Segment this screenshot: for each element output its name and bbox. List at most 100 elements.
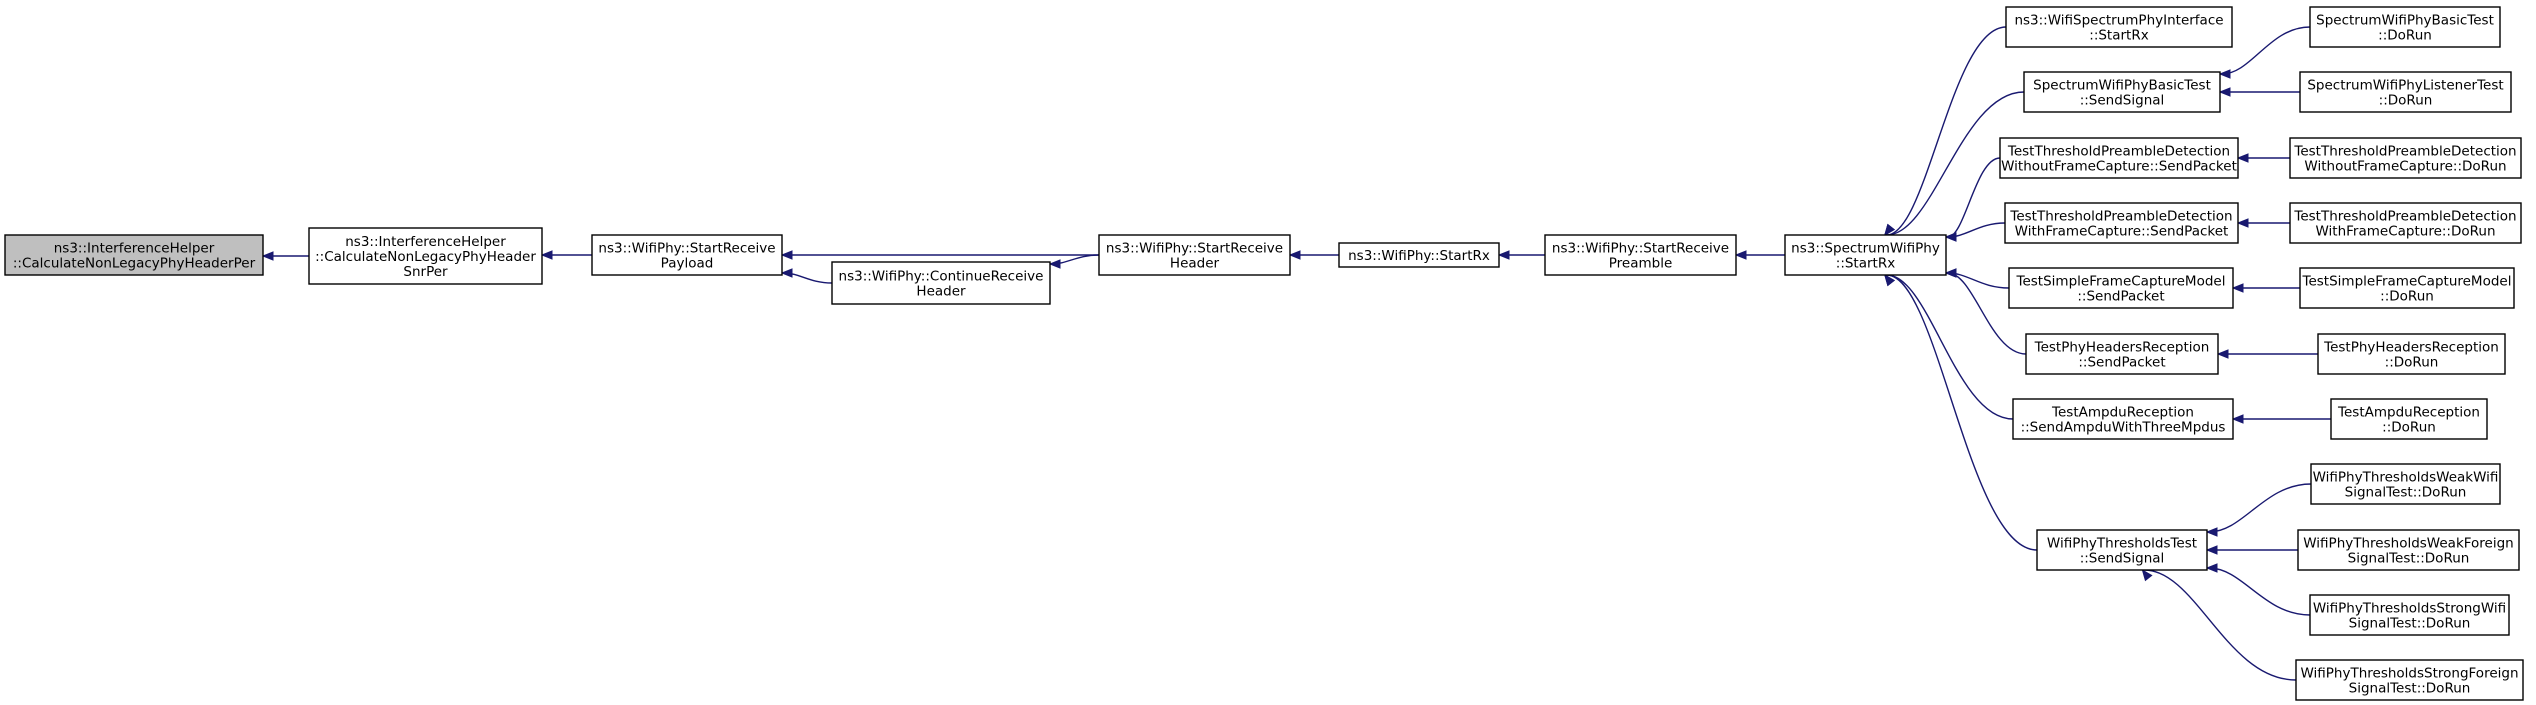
node-label-line: TestThresholdPreambleDetection — [2293, 144, 2516, 160]
node-label-line: SignalTest::DoRun — [2349, 616, 2471, 632]
node-box — [2289, 137, 2522, 179]
node-label-line: WithFrameCapture::DoRun — [2315, 224, 2495, 240]
graph-node-n13[interactable]: TestPhyHeadersReception::SendPacket — [2025, 333, 2219, 375]
node-box — [1784, 234, 1947, 276]
edge-n10-to-n7 — [1944, 157, 2001, 242]
graph-node-n0[interactable]: ns3::InterferenceHelper::CalculateNonLeg… — [4, 234, 264, 276]
node-label-line: ns3::InterferenceHelper — [345, 234, 506, 250]
node-label-line: SnrPer — [403, 264, 448, 280]
node-label-line: SpectrumWifiPhyBasicTest — [2316, 13, 2494, 29]
edge-n5-to-n4 — [1288, 250, 1339, 260]
graph-node-n5[interactable]: ns3::WifiPhy::StartRx — [1338, 242, 1500, 268]
graph-node-n17[interactable]: SpectrumWifiPhyListenerTest::DoRun — [2299, 71, 2512, 113]
node-label-line: ::SendAmpduWithThreeMpdus — [2021, 420, 2226, 436]
node-label-line: TestPhyHeadersReception — [2323, 340, 2499, 356]
node-box — [2005, 6, 2233, 48]
graph-node-n1[interactable]: ns3::InterferenceHelper::CalculateNonLeg… — [308, 227, 543, 285]
edge-n14-to-n7 — [1883, 273, 2014, 420]
node-label-line: ::CalculateNonLegacyPhyHeader — [315, 249, 536, 265]
graph-node-n24[interactable]: WifiPhyThresholdsWeakForeignSignalTest::… — [2297, 529, 2520, 571]
node-label-line: WifiPhyThresholdsWeakWifi — [2313, 470, 2499, 486]
node-box — [2299, 267, 2515, 309]
node-box — [2310, 463, 2501, 505]
graph-node-n12[interactable]: TestSimpleFrameCaptureModel::SendPacket — [2008, 267, 2234, 309]
graph-node-n26[interactable]: WifiPhyThresholdsStrongForeignSignalTest… — [2295, 659, 2524, 701]
edge-n13-to-n7 — [1944, 268, 2027, 355]
node-label-line: ::StartRx — [2089, 28, 2148, 44]
node-box — [2023, 71, 2221, 113]
node-label-line: Header — [916, 284, 966, 300]
node-label-line: TestAmpduReception — [2051, 405, 2194, 421]
node-box — [2004, 202, 2239, 244]
node-label-line: TestThresholdPreambleDetection — [2007, 144, 2230, 160]
node-box — [2299, 71, 2512, 113]
node-label-line: WithoutFrameCapture::DoRun — [2304, 159, 2506, 175]
node-box — [2317, 333, 2506, 375]
node-label-line: WifiPhyThresholdsStrongWifi — [2313, 601, 2506, 617]
edge-n6-to-n5 — [1497, 250, 1545, 260]
edge-n4-to-n3 — [1048, 254, 1100, 269]
node-label-line: SignalTest::DoRun — [2349, 681, 2471, 697]
edge-n16-to-n9 — [2218, 26, 2311, 79]
graph-node-n10[interactable]: TestThresholdPreambleDetectionWithoutFra… — [1999, 137, 2239, 179]
node-label-line: ::DoRun — [2380, 289, 2434, 305]
node-box — [831, 261, 1051, 305]
edge-n11-to-n7 — [1944, 222, 2006, 242]
node-label-line: Payload — [661, 256, 714, 272]
edge-n21-to-n13 — [2216, 349, 2318, 359]
node-label-line: ::StartRx — [1836, 256, 1895, 272]
edge-n4-to-n2 — [780, 250, 1099, 260]
edge-n8-to-n7 — [1883, 26, 2007, 237]
node-label-line: TestPhyHeadersReception — [2034, 340, 2210, 356]
node-box — [1999, 137, 2239, 179]
node-box — [2309, 594, 2510, 636]
graph-node-n23[interactable]: WifiPhyThresholdsWeakWifiSignalTest::DoR… — [2310, 463, 2501, 505]
graph-node-n9[interactable]: SpectrumWifiPhyBasicTest::SendSignal — [2023, 71, 2221, 113]
node-label-line: Header — [1170, 256, 1220, 272]
node-label-line: TestSimpleFrameCaptureModel — [2302, 274, 2512, 290]
graph-node-n25[interactable]: WifiPhyThresholdsStrongWifiSignalTest::D… — [2309, 594, 2510, 636]
node-label-line: WithoutFrameCapture::SendPacket — [2001, 159, 2237, 175]
graph-node-n7[interactable]: ns3::SpectrumWifiPhy::StartRx — [1784, 234, 1947, 276]
node-box — [308, 227, 543, 285]
graph-node-n8[interactable]: ns3::WifiSpectrumPhyInterface::StartRx — [2005, 6, 2233, 48]
node-label-line: WithFrameCapture::SendPacket — [2015, 224, 2229, 240]
node-label-line: ::SendPacket — [2078, 355, 2165, 371]
node-label-line: WifiPhyThresholdsWeakForeign — [2303, 536, 2514, 552]
node-label-line: TestAmpduReception — [2337, 405, 2480, 421]
node-label-line: TestThresholdPreambleDetection — [2009, 209, 2232, 225]
edge-n24-to-n15 — [2205, 545, 2298, 555]
edge-n3-to-n2 — [780, 268, 833, 284]
node-label-line: WifiPhyThresholdsStrongForeign — [2300, 666, 2518, 682]
edge-n23-to-n15 — [2205, 483, 2312, 537]
node-label-line: ns3::WifiPhy::StartReceive — [1552, 241, 1729, 257]
node-label-line: Preamble — [1609, 256, 1673, 272]
graph-node-n16[interactable]: SpectrumWifiPhyBasicTest::DoRun — [2309, 6, 2501, 48]
graph-node-n20[interactable]: TestSimpleFrameCaptureModel::DoRun — [2299, 267, 2515, 309]
node-box — [1338, 242, 1500, 268]
edge-n1-to-n0 — [261, 251, 309, 261]
graph-node-n18[interactable]: TestThresholdPreambleDetectionWithoutFra… — [2289, 137, 2522, 179]
graph-node-n19[interactable]: TestThresholdPreambleDetectionWithFrameC… — [2289, 202, 2522, 244]
graph-node-n11[interactable]: TestThresholdPreambleDetectionWithFrameC… — [2004, 202, 2239, 244]
node-box — [2025, 333, 2219, 375]
node-box — [2008, 267, 2234, 309]
graph-node-n22[interactable]: TestAmpduReception::DoRun — [2330, 398, 2488, 440]
node-label-line: ns3::WifiPhy::StartReceive — [598, 241, 775, 257]
graph-node-n21[interactable]: TestPhyHeadersReception::DoRun — [2317, 333, 2506, 375]
node-label-line: ns3::WifiPhy::ContinueReceive — [839, 269, 1044, 285]
node-label-line: ::DoRun — [2379, 93, 2433, 109]
graph-node-n14[interactable]: TestAmpduReception::SendAmpduWithThreeMp… — [2012, 398, 2234, 440]
node-box — [2297, 529, 2520, 571]
node-box — [2289, 202, 2522, 244]
node-label-line: ns3::WifiPhy::StartRx — [1348, 248, 1490, 264]
node-label-line: ::SendPacket — [2077, 289, 2164, 305]
graph-node-n15[interactable]: WifiPhyThresholdsTest::SendSignal — [2036, 529, 2208, 571]
node-label-line: SignalTest::DoRun — [2345, 485, 2467, 501]
edge-n26-to-n15 — [2141, 568, 2297, 681]
edge-n20-to-n12 — [2231, 283, 2300, 293]
